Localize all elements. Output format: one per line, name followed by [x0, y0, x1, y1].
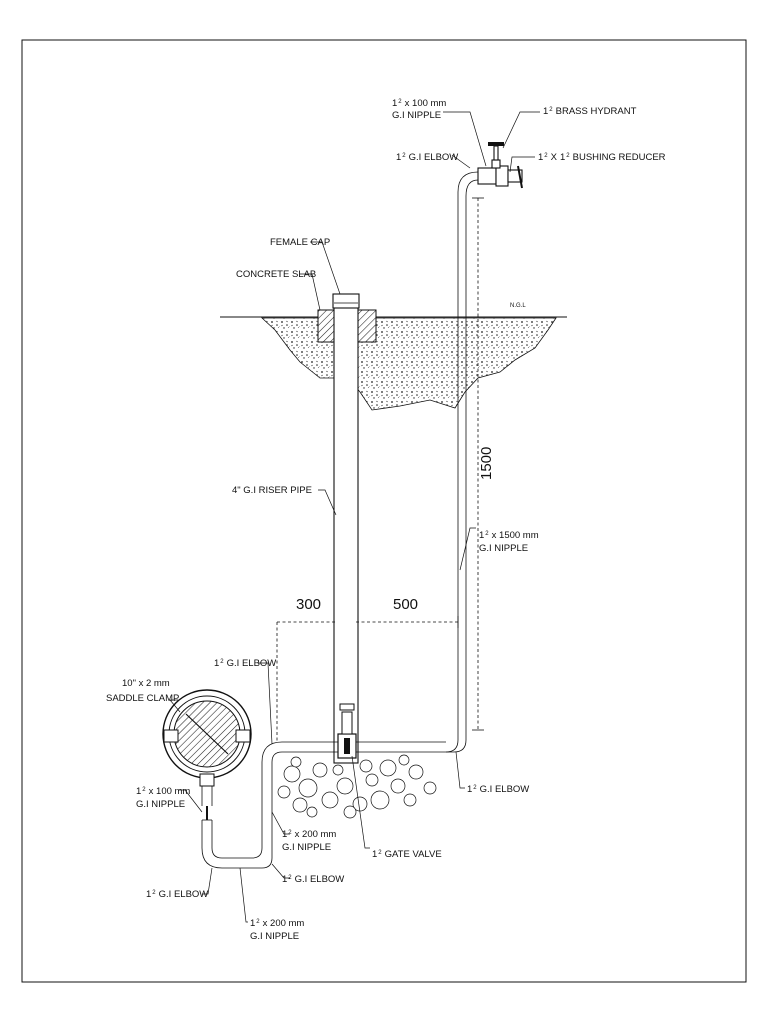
svg-text:12x 100 mm: 12x 100 mm	[136, 786, 190, 797]
label-concrete-slab: CONCRETE SLAB	[236, 269, 316, 280]
svg-text:12G.I ELBOW: 12G.I ELBOW	[396, 152, 458, 163]
svg-text:G.I NIPPLE: G.I NIPPLE	[136, 799, 185, 810]
female-cap	[332, 293, 360, 309]
svg-text:12x 200 mm: 12x 200 mm	[250, 918, 304, 929]
brass-hydrant-assembly	[477, 142, 523, 189]
label-female-cap: FEMALE CAP	[270, 237, 330, 248]
ngl-label: N.G.L	[510, 303, 526, 309]
svg-text:12G.I ELBOW: 12G.I ELBOW	[282, 874, 344, 885]
gate-valve	[337, 703, 357, 759]
svg-text:SADDLE CLAMP: SADDLE CLAMP	[106, 693, 179, 704]
dimension-lines	[276, 197, 484, 742]
svg-text:12x 1500 mm: 12x 1500 mm	[479, 530, 539, 541]
svg-text:G.I NIPPLE: G.I NIPPLE	[250, 931, 299, 942]
dimension-1500: 1500	[478, 447, 495, 480]
saddle-clamp	[162, 689, 252, 806]
gravel-bed	[277, 754, 437, 819]
svg-text:12G.I ELBOW: 12G.I ELBOW	[214, 658, 276, 669]
lower-pipe-run	[201, 741, 283, 869]
dimension-500: 500	[393, 596, 418, 613]
svg-text:12G.I ELBOW: 12G.I ELBOW	[146, 889, 208, 900]
leader-lines	[169, 111, 540, 923]
svg-text:G.I NIPPLE: G.I NIPPLE	[392, 110, 441, 121]
svg-text:12x 100 mm: 12x 100 mm	[392, 98, 446, 109]
dimension-300: 300	[296, 596, 321, 613]
svg-text:10" x 2 mm: 10" x 2 mm	[122, 678, 170, 689]
svg-text:G.I NIPPLE: G.I NIPPLE	[479, 543, 528, 554]
svg-text:12x 200 mm: 12x 200 mm	[282, 829, 336, 840]
ground-section: N.G.L	[220, 303, 567, 411]
sheet-border	[21, 39, 747, 983]
label-saddle-clamp: 10" x 2 mm SADDLE CLAMP	[106, 678, 179, 704]
svg-text:G.I NIPPLE: G.I NIPPLE	[282, 842, 331, 853]
riser-pipe	[332, 293, 360, 764]
label-riser-pipe: 4" G.I RISER PIPE	[232, 485, 312, 496]
svg-text:12G.I ELBOW: 12G.I ELBOW	[467, 784, 529, 795]
horizontal-main-pipe	[282, 741, 454, 753]
soil-hatch	[260, 317, 557, 411]
